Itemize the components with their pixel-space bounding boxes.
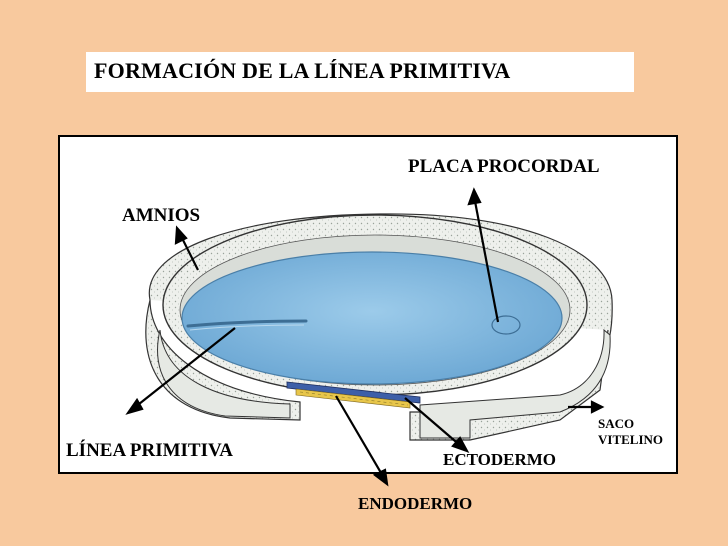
endoderm-strip [295, 388, 411, 409]
label-saco-line2: VITELINO [598, 432, 664, 447]
prochordal-plate [491, 315, 521, 335]
right-lower-layer [419, 328, 611, 439]
label-placa-procordal: PLACA PROCORDAL [408, 156, 600, 177]
slide-title: FORMACIÓN DE LA LÍNEA PRIMITIVA [94, 58, 511, 83]
label-saco-vitelino: SACO VITELINO [598, 416, 663, 448]
primitive-streak [186, 319, 308, 328]
label-linea-primitiva: LÍNEA PRIMITIVA [66, 440, 233, 461]
label-endodermo: ENDODERMO [358, 494, 473, 513]
ectoderm-strip [286, 381, 421, 404]
arrows [125, 187, 605, 487]
lower-layer [157, 329, 291, 419]
title-box: FORMACIÓN DE LA LÍNEA PRIMITIVA [86, 52, 634, 92]
label-ectodermo: ECTODERMO [443, 450, 557, 469]
label-saco-line1: SACO [598, 416, 635, 431]
label-amnios: AMNIOS [122, 205, 201, 226]
embryonic-disc [181, 251, 563, 385]
